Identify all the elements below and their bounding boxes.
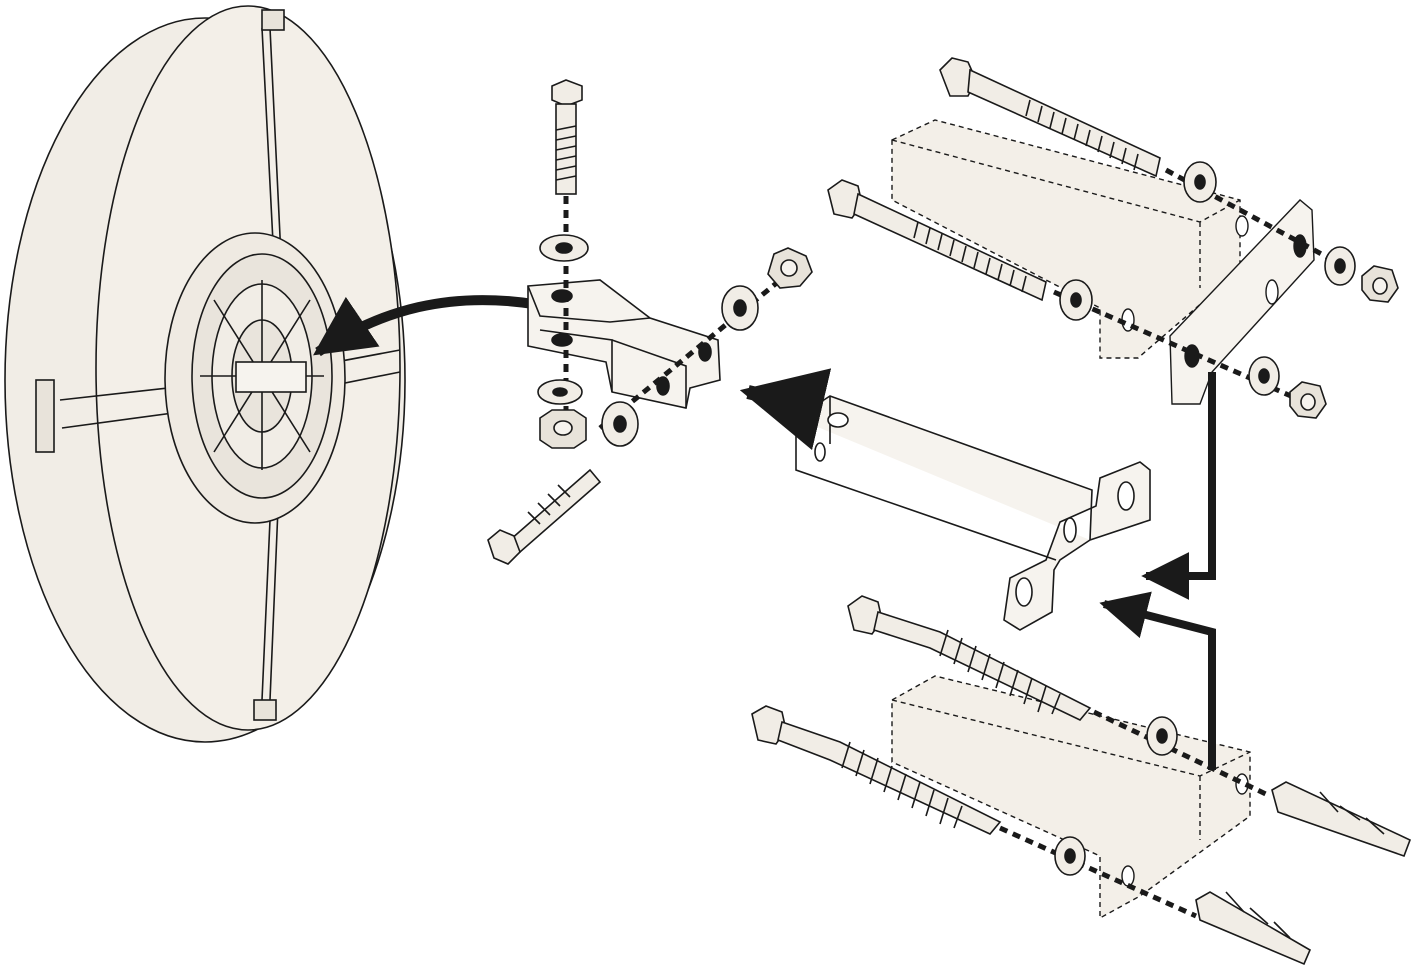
convex-mirror (4, 5, 406, 743)
clamp-to-mirror-arrow (313, 295, 541, 357)
wall-mount-to-arm-arrow (1099, 591, 1216, 770)
mounting-arm (795, 395, 1151, 631)
coach-bolt (827, 57, 1161, 302)
clamp-washer (601, 285, 759, 447)
wall-anchor-screw (751, 595, 1092, 835)
wood-mount-to-arm-arrow (1141, 372, 1216, 600)
clamp-bolt (487, 468, 602, 565)
anchor-screw-path (1092, 709, 1272, 799)
clamp-nut (539, 409, 587, 449)
wall-plug (1195, 781, 1412, 966)
anchor-screw-path (998, 825, 1198, 919)
arm-to-clamp-arrow (739, 368, 832, 451)
clamp-nut (1289, 265, 1399, 419)
clamp-nut (767, 247, 813, 289)
clamp-washer (1059, 161, 1356, 396)
coach-bolt-path (1052, 289, 1302, 403)
clamp-bolt (551, 79, 583, 195)
clamp-washer (537, 234, 589, 405)
clamp-washer (1054, 716, 1178, 876)
wood-post-bracket (891, 119, 1315, 405)
mirror-hinge-clamp (527, 279, 721, 409)
